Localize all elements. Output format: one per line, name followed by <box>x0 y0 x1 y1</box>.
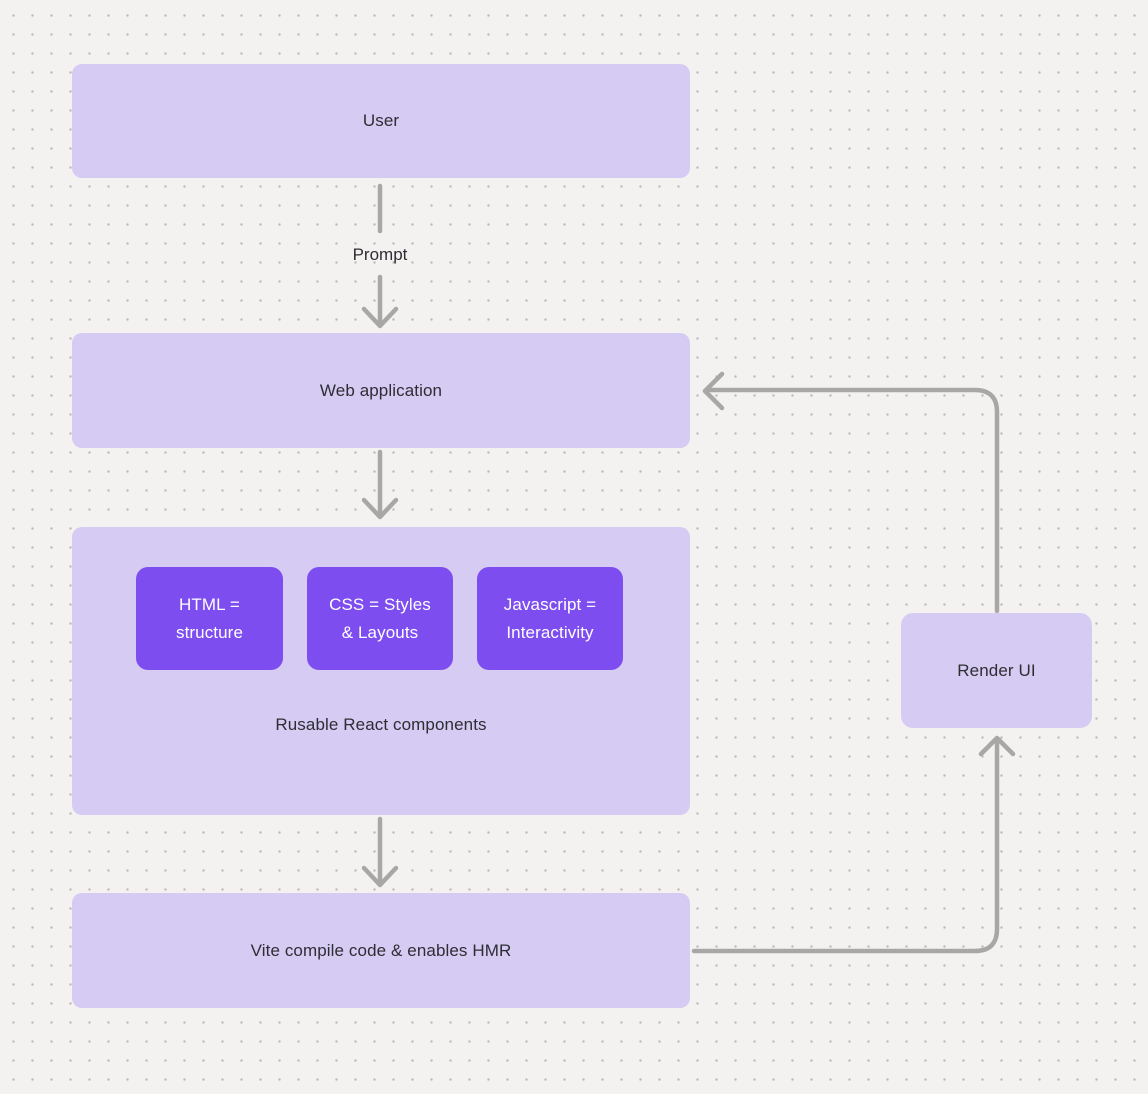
arrowhead-down-icon <box>361 306 399 329</box>
components-caption: Rusable React components <box>275 715 487 734</box>
chip-css-label: CSS = Styles & Layouts <box>329 594 431 642</box>
edge-render-ui-to-web-application <box>702 371 1000 614</box>
arrowhead-down-icon <box>361 497 399 520</box>
arrowhead-up-icon <box>978 735 1016 757</box>
node-components-container: HTML = structure CSS = Styles & Layouts … <box>72 527 690 815</box>
chip-html: HTML = structure <box>136 567 283 670</box>
edge-segment <box>691 737 1000 954</box>
node-vite-label: Vite compile code & enables HMR <box>250 940 512 960</box>
chip-css: CSS = Styles & Layouts <box>307 567 453 670</box>
node-user: User <box>72 64 690 178</box>
node-web-application: Web application <box>72 333 690 448</box>
edge-user-to-web-application <box>361 183 399 329</box>
edge-components-to-vite <box>361 816 399 888</box>
edge-segment <box>704 387 1000 614</box>
node-user-label: User <box>362 111 400 130</box>
edge-label-prompt: Prompt <box>352 245 408 264</box>
node-vite: Vite compile code & enables HMR <box>72 893 690 1008</box>
node-web-application-label: Web application <box>319 380 443 400</box>
node-render-ui: Render UI <box>901 613 1092 728</box>
arrowhead-left-icon <box>702 371 725 411</box>
node-render-ui-label: Render UI <box>957 660 1036 680</box>
edge-vite-to-render-ui <box>691 735 1016 954</box>
edge-web-application-to-components <box>361 449 399 520</box>
arrowhead-down-icon <box>361 865 399 888</box>
chip-html-label: HTML = structure <box>175 594 244 642</box>
chip-javascript-label: Javascript = Interactivity <box>503 594 597 642</box>
chip-javascript: Javascript = Interactivity <box>477 567 623 670</box>
